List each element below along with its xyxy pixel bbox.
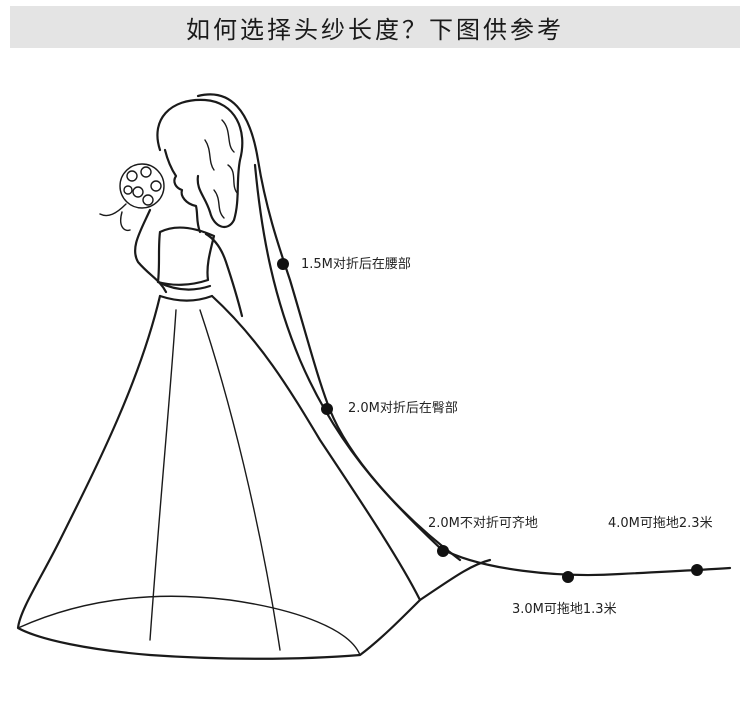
- bouquet: [99, 163, 165, 232]
- hair-curls: [204, 119, 239, 219]
- veil-marker-label-2: 2.0M对折后在臀部: [348, 401, 458, 416]
- face-profile: [163, 148, 202, 234]
- title-banner: 如何选择头纱长度？下图供参考: [10, 6, 740, 48]
- veil-inner-edge: [253, 163, 462, 562]
- veil-marker-1: [277, 258, 289, 270]
- waist-sash: [156, 280, 214, 302]
- bodice: [156, 226, 216, 286]
- veil-train: [418, 558, 492, 602]
- veil-marker-3: [437, 545, 449, 557]
- veil-marker-label-3: 2.0M不对折可齐地: [428, 516, 538, 531]
- veil-outline: [196, 93, 732, 577]
- veil-marker-2: [321, 403, 333, 415]
- hair-outline: [156, 98, 244, 229]
- page-title: 如何选择头纱长度？下图供参考: [186, 15, 564, 44]
- skirt-fold-1: [149, 309, 177, 641]
- veil-marker-5: [691, 564, 703, 576]
- veil-marker-label-1: 1.5M对折后在腰部: [301, 257, 411, 272]
- veil-marker-label-5: 4.0M可拖地2.3米: [608, 516, 713, 531]
- skirt-hem: [17, 595, 361, 656]
- skirt-outline: [16, 294, 422, 660]
- veil-marker-4: [562, 571, 574, 583]
- veil-marker-label-4: 3.0M可拖地1.3米: [512, 602, 617, 617]
- skirt-fold-2: [199, 309, 281, 651]
